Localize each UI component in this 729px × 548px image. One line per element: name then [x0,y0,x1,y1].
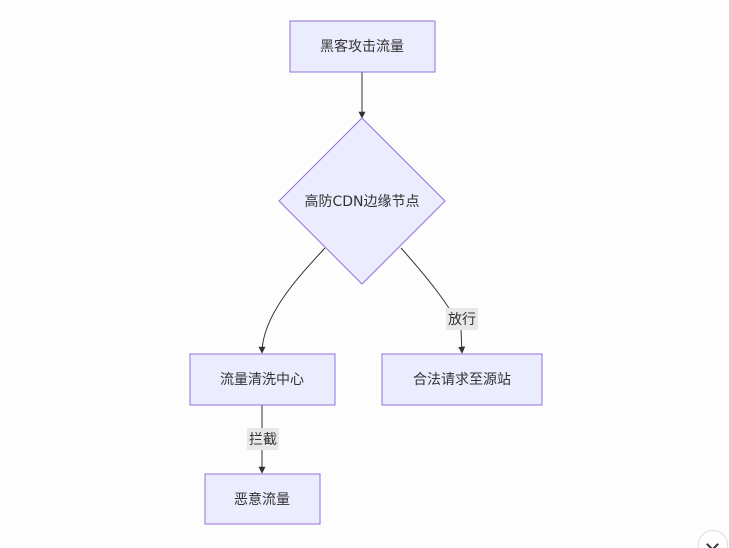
chevron-down-icon [706,538,719,548]
edge-cdn-to-scrub [258,247,326,354]
node-origin-server-label: 合法请求至源站 [413,372,511,388]
node-malicious-traffic-label: 恶意流量 [234,491,290,508]
edge-cdn-to-origin [400,247,466,354]
node-attack-traffic[interactable]: 黑客攻击流量 [289,20,436,73]
edge-label-pass: 放行 [446,308,478,330]
node-origin-server[interactable]: 合法请求至源站 [381,353,543,406]
node-scrubbing-center-label: 流量清洗中心 [220,372,304,388]
node-scrubbing-center[interactable]: 流量清洗中心 [189,353,336,406]
node-cdn-decision-label: 高防CDN边缘节点 [304,193,419,210]
edge-label-block-text: 拦截 [249,432,277,448]
edge-label-block: 拦截 [247,428,279,450]
node-attack-traffic-label: 黑客攻击流量 [320,38,404,55]
node-cdn-decision[interactable]: 高防CDN边缘节点 [278,117,446,285]
node-malicious-traffic[interactable]: 恶意流量 [204,473,321,525]
edge-label-pass-text: 放行 [448,312,476,328]
